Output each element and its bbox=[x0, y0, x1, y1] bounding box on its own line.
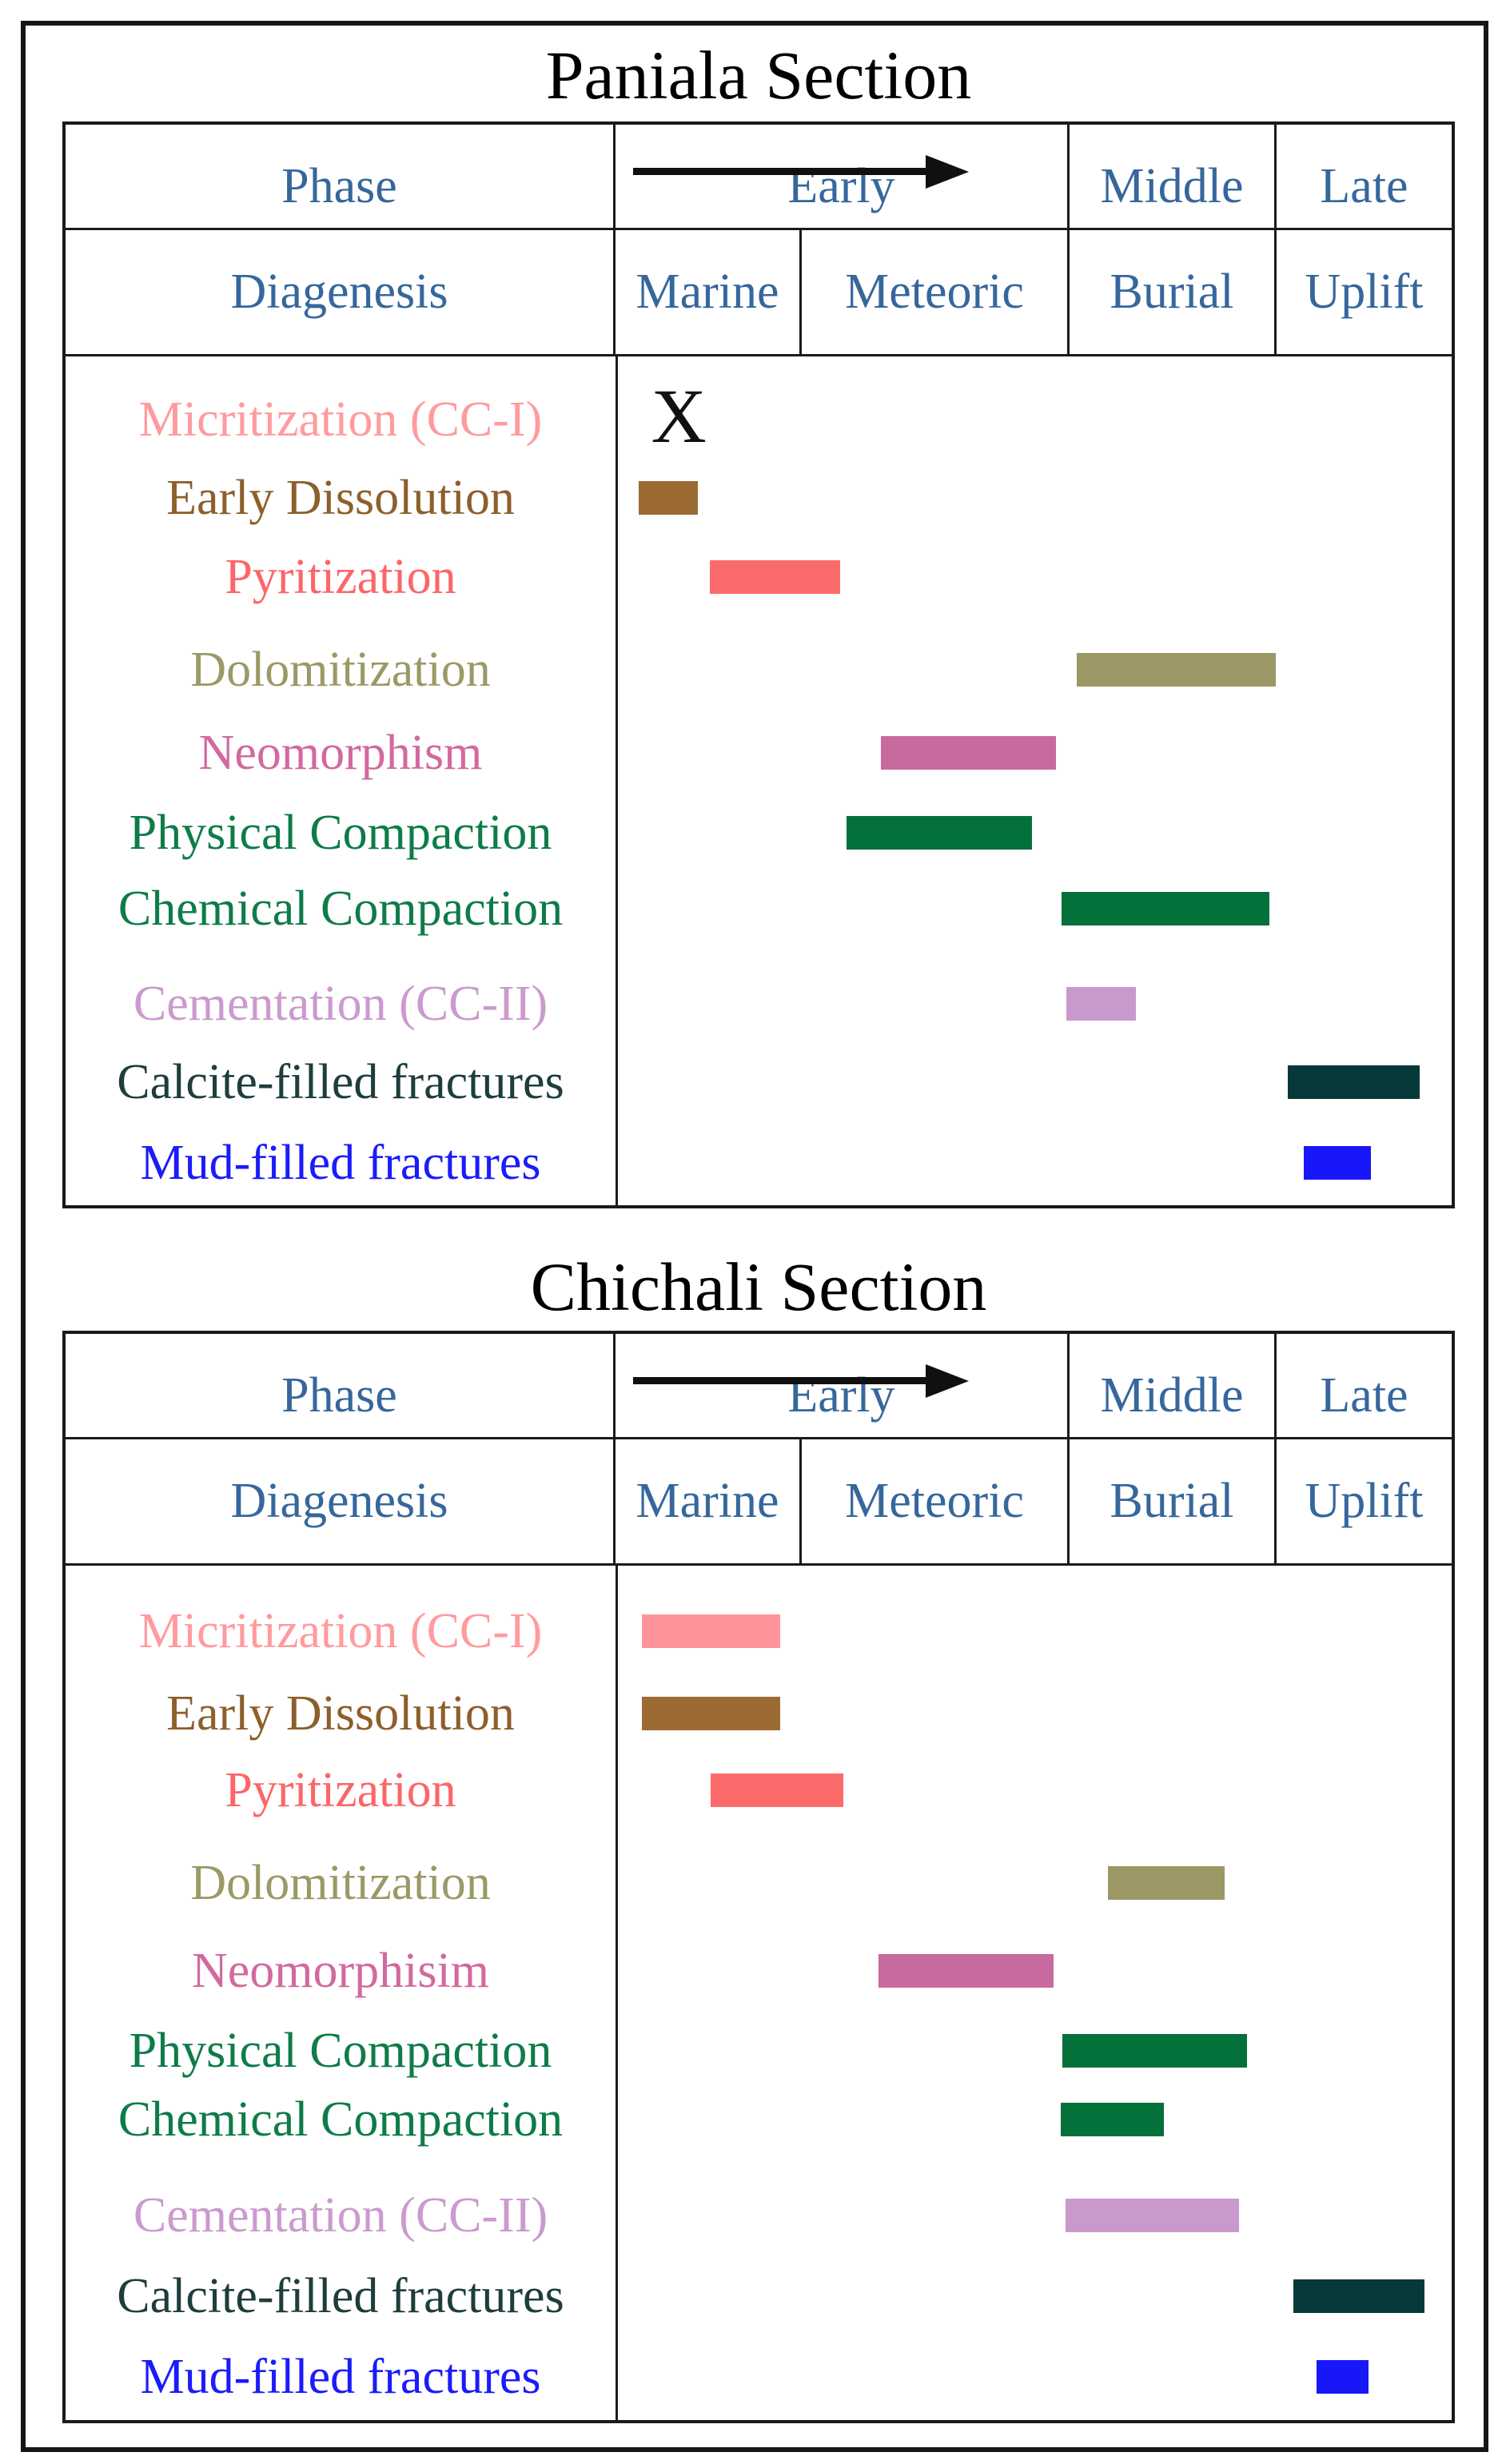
marine-environment-cell: Marine bbox=[616, 1439, 802, 1563]
phase-bar-mud-filled-fractures bbox=[1304, 1146, 1371, 1180]
row-label-micritization-cc-i: Micritization (CC-I) bbox=[138, 1603, 543, 1658]
early-phase-cell: Early bbox=[616, 1334, 1070, 1437]
meteoric-environment-cell: Meteoric bbox=[802, 230, 1070, 354]
row-label-dolomitization: Dolomitization bbox=[190, 642, 491, 697]
chichali-table: Phase Early Middle Late Diagenesis Marin… bbox=[62, 1331, 1455, 2423]
row-label-physical-compaction: Physical Compaction bbox=[129, 805, 552, 860]
phase-bar-early-dissolution bbox=[639, 481, 699, 515]
row-label-cementation-cc-ii: Cementation (CC-II) bbox=[133, 976, 548, 1031]
phase-bar-physical-compaction bbox=[846, 816, 1033, 850]
section-title-chichali: Chichali Section bbox=[530, 1248, 987, 1325]
phase-bar-mud-filled-fractures bbox=[1317, 2360, 1369, 2394]
phase-bar-dolomitization bbox=[1108, 1866, 1225, 1900]
section-title-paniala: Paniala Section bbox=[545, 37, 972, 113]
early-phase-cell: Early bbox=[616, 125, 1070, 228]
row-label-early-dissolution: Early Dissolution bbox=[166, 470, 515, 525]
row-label-pyritization: Pyritization bbox=[225, 1762, 456, 1817]
burial-environment-cell: Burial bbox=[1070, 1439, 1277, 1563]
paniala-table: Phase Early Middle Late Diagenesis Marin… bbox=[62, 121, 1455, 1208]
phase-header-cell: Phase bbox=[66, 1334, 616, 1437]
late-phase-cell: Late bbox=[1320, 1368, 1408, 1423]
paniala-timeline: X bbox=[618, 356, 1452, 1205]
middle-phase-cell: Middle bbox=[1070, 1334, 1277, 1437]
row-label-mud-filled-fractures: Mud-filled fractures bbox=[140, 1135, 541, 1190]
row-label-calcite-filled-fractures: Calcite-filled fractures bbox=[117, 1054, 564, 1109]
phase-bar-physical-compaction bbox=[1062, 2034, 1248, 2068]
phase-bar-calcite-filled-fractures bbox=[1287, 1065, 1420, 1099]
meteoric-environment-cell: Meteoric bbox=[802, 1439, 1070, 1563]
row-label-chemical-compaction: Chemical Compaction bbox=[118, 881, 564, 936]
phase-bar-pyritization bbox=[710, 1773, 843, 1807]
figure-border bbox=[21, 21, 1488, 2452]
phase-header-cell: Phase bbox=[66, 125, 616, 228]
row-label-dolomitization: Dolomitization bbox=[190, 1855, 491, 1910]
late-phase-cell: Late bbox=[1320, 159, 1408, 213]
phase-bar-chemical-compaction bbox=[1060, 2103, 1165, 2136]
x-marker-micritization-cc-i: X bbox=[651, 373, 707, 460]
phase-bar-calcite-filled-fractures bbox=[1293, 2279, 1424, 2313]
middle-phase-cell: Middle bbox=[1070, 125, 1277, 228]
phase-bar-cementation-cc-ii bbox=[1066, 2199, 1240, 2232]
diagenesis-header-cell: Diagenesis bbox=[66, 230, 616, 354]
phase-bar-neomorphisim bbox=[878, 1954, 1054, 1988]
chichali-timeline bbox=[618, 1566, 1452, 2420]
diagenesis-header-cell: Diagenesis bbox=[66, 1439, 616, 1563]
row-label-neomorphisim: Neomorphisim bbox=[192, 1943, 489, 1998]
row-label-calcite-filled-fractures: Calcite-filled fractures bbox=[117, 2268, 564, 2323]
row-label-pyritization: Pyritization bbox=[225, 549, 456, 604]
phase-header-row: Phase Early Middle Late bbox=[66, 1334, 1452, 1439]
time-direction-arrow-icon bbox=[633, 155, 969, 189]
phase-bar-pyritization bbox=[709, 560, 841, 594]
phase-bar-dolomitization bbox=[1076, 653, 1276, 687]
uplift-environment-cell: Uplift bbox=[1305, 265, 1424, 319]
phase-bar-chemical-compaction bbox=[1061, 892, 1269, 925]
diagenesis-header-row: Diagenesis Marine Meteoric Burial Uplift bbox=[66, 230, 1452, 356]
row-label-micritization-cc-i: Micritization (CC-I) bbox=[138, 392, 543, 447]
row-label-neomorphism: Neomorphism bbox=[198, 725, 483, 780]
row-label-mud-filled-fractures: Mud-filled fractures bbox=[140, 2349, 541, 2404]
phase-bar-micritization-cc-i bbox=[642, 1614, 781, 1648]
phase-bar-neomorphism bbox=[880, 736, 1056, 770]
row-label-cementation-cc-ii: Cementation (CC-II) bbox=[133, 2187, 548, 2243]
time-direction-arrow-icon bbox=[633, 1364, 969, 1398]
row-label-chemical-compaction: Chemical Compaction bbox=[118, 2092, 564, 2147]
phase-bar-early-dissolution bbox=[642, 1697, 781, 1730]
burial-environment-cell: Burial bbox=[1070, 230, 1277, 354]
row-label-early-dissolution: Early Dissolution bbox=[166, 1686, 515, 1741]
marine-environment-cell: Marine bbox=[616, 230, 802, 354]
diagenesis-header-row: Diagenesis Marine Meteoric Burial Uplift bbox=[66, 1439, 1452, 1566]
uplift-environment-cell: Uplift bbox=[1305, 1474, 1424, 1528]
phase-header-row: Phase Early Middle Late bbox=[66, 125, 1452, 230]
phase-bar-cementation-cc-ii bbox=[1066, 987, 1136, 1021]
row-label-physical-compaction: Physical Compaction bbox=[129, 2023, 552, 2078]
